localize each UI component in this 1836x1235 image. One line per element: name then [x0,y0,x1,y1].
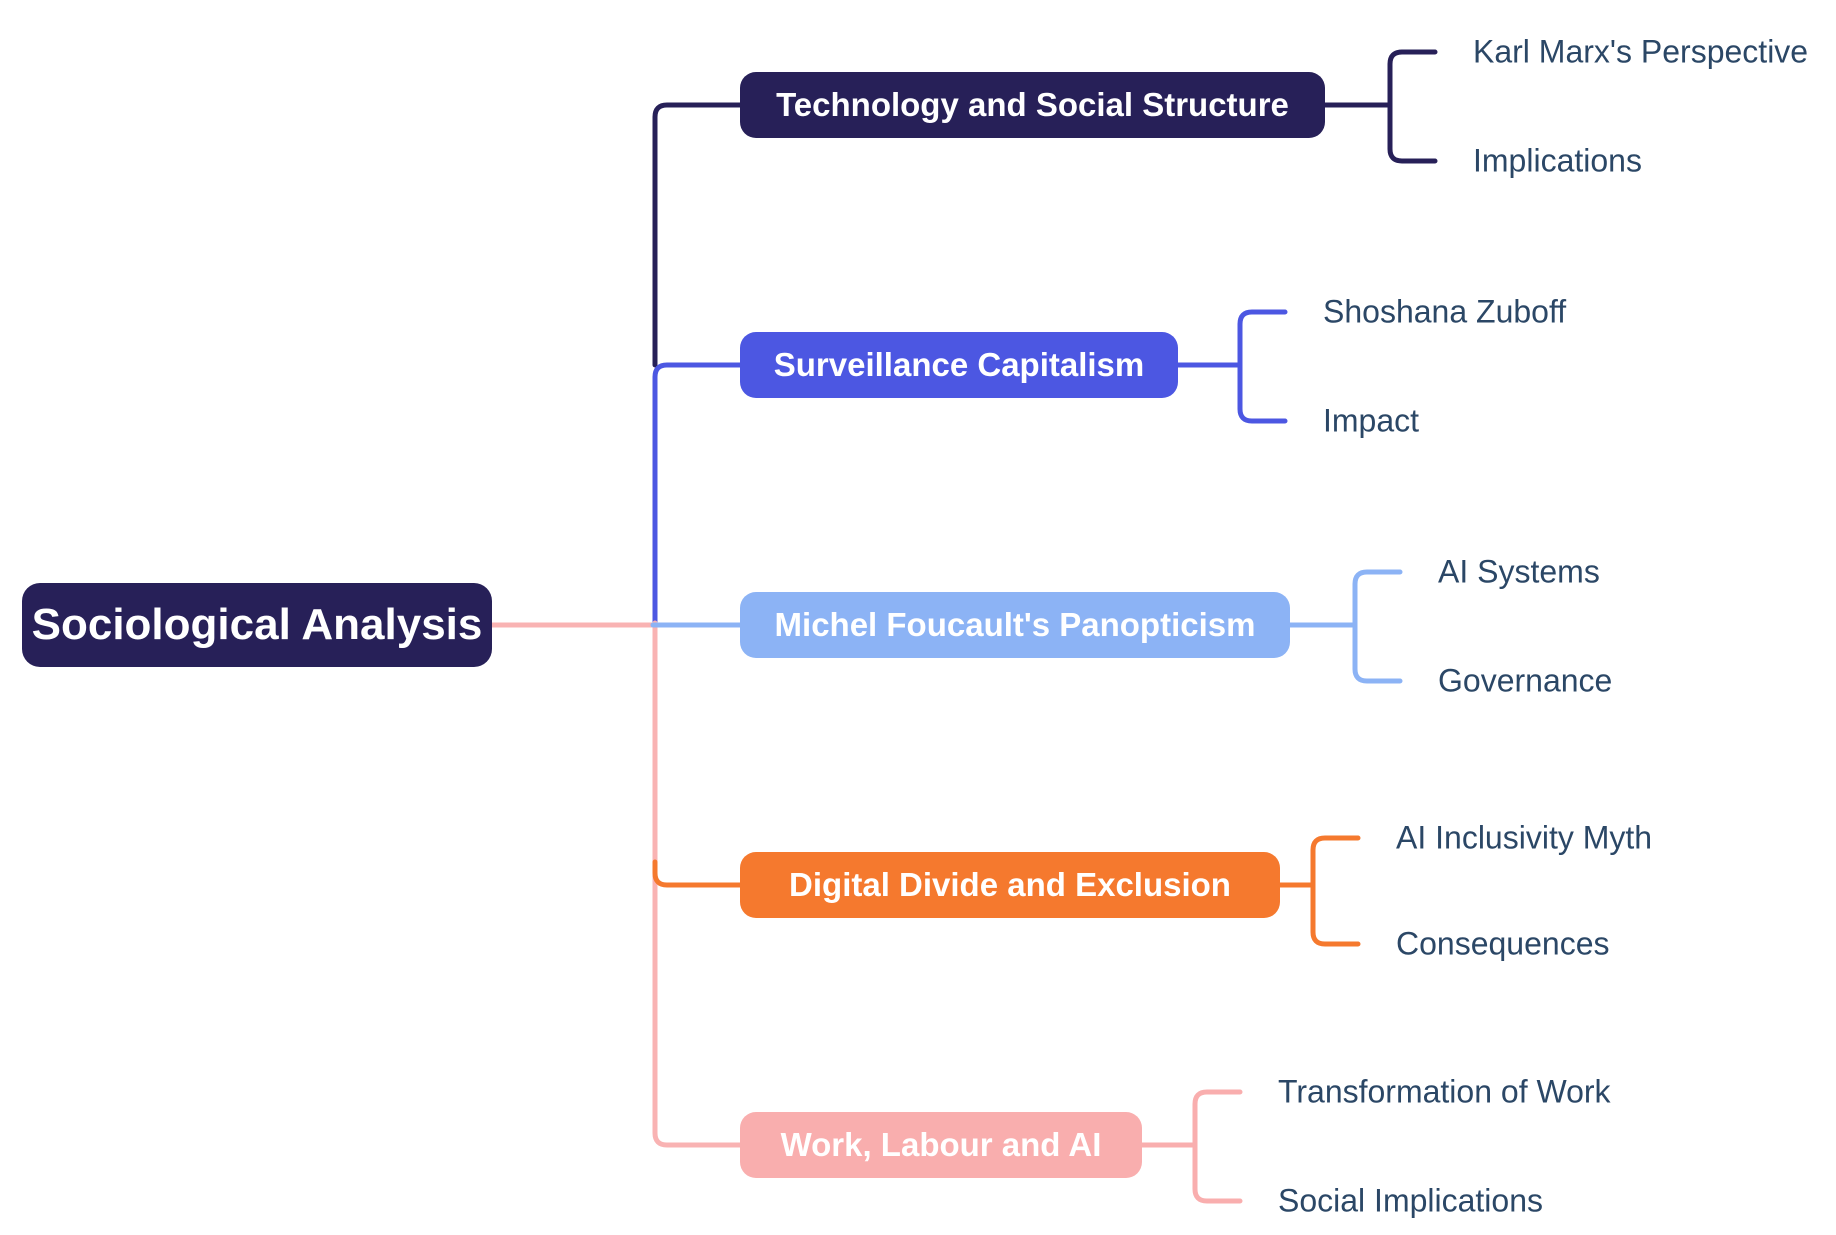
leaf-ai-systems[interactable]: AI Systems [1438,553,1600,590]
leaf-consequences[interactable]: Consequences [1396,925,1610,962]
bracket-branch-5 [1192,1089,1243,1204]
root-node[interactable]: Sociological Analysis [22,583,492,667]
branch-node-surveillance[interactable]: Surveillance Capitalism [740,332,1178,398]
branch-node-technology[interactable]: Technology and Social Structure [740,72,1325,138]
leaf-ai-inclusivity-myth[interactable]: AI Inclusivity Myth [1396,819,1653,856]
bracket-branch-2 [1237,309,1288,424]
branch-node-work-labour[interactable]: Work, Labour and AI [740,1112,1142,1178]
connector-branch-1-left [652,102,743,368]
bracket-branch-3 [1352,569,1403,684]
leaf-implications[interactable]: Implications [1473,142,1642,179]
connector-branch-2-left [652,362,743,628]
branch-node-panopticism[interactable]: Michel Foucault's Panopticism [740,592,1290,658]
leaf-shoshana-zuboff[interactable]: Shoshana Zuboff [1323,293,1567,330]
connector-branch-5-left [652,620,743,1148]
bracket-branch-1 [1387,49,1438,164]
leaf-impact[interactable]: Impact [1323,402,1420,439]
bracket-branch-4 [1310,835,1361,947]
branch-node-digital-divide[interactable]: Digital Divide and Exclusion [740,852,1280,918]
leaf-karl-marx-perspective[interactable]: Karl Marx's Perspective [1473,33,1809,70]
leaf-transformation-of-work[interactable]: Transformation of Work [1278,1073,1611,1110]
connector-branch-4-left [652,859,743,888]
leaf-governance[interactable]: Governance [1438,662,1613,699]
leaf-social-implications[interactable]: Social Implications [1278,1182,1543,1219]
